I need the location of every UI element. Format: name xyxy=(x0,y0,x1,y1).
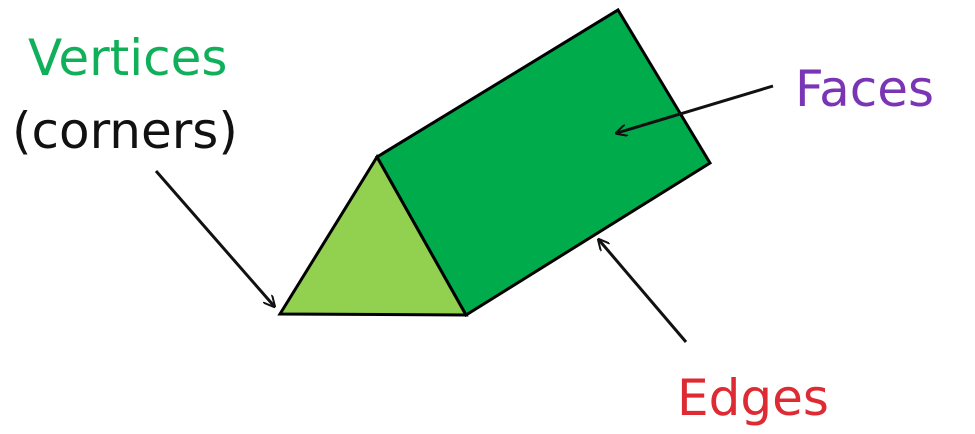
edges-arrow xyxy=(599,240,686,342)
edges-label: Edges xyxy=(677,369,829,427)
corners-label: (corners) xyxy=(12,102,238,160)
vertices-label: Vertices xyxy=(28,29,227,87)
faces-label: Faces xyxy=(795,60,934,118)
vertices-arrow xyxy=(156,171,274,306)
